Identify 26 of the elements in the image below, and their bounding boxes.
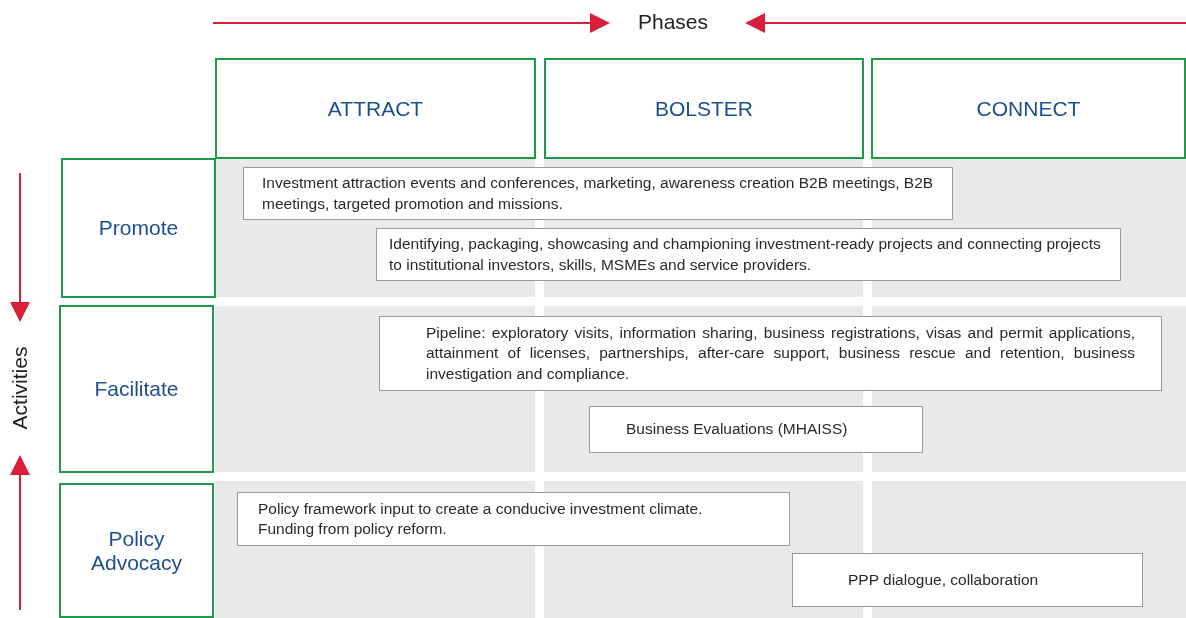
activity-text: Business Evaluations (MHAISS) (626, 419, 848, 440)
activity-header-box (61, 158, 216, 298)
header-label: Promote (98, 216, 179, 240)
activity-box (589, 406, 923, 453)
activity-text: Policy framework input to create a conducive investment climate. Funding from policy reform. (258, 498, 704, 539)
activity-box (243, 167, 953, 220)
activity-text: Identifying, packaging, showcasing and championing investment-ready projects and connecting projects to institutional investors, skills, MSMEs and service providers. (389, 234, 1102, 275)
activity-box (376, 228, 1121, 281)
header-label: Policy Advocacy (89, 526, 183, 575)
activity-header-box (59, 305, 214, 473)
header-label: CONNECT (976, 96, 1081, 121)
phase-header-box (871, 58, 1186, 159)
activity-text: Pipeline: exploratory visits, information sharing, business registrations, visas and permit applications, attainment of licenses, partnerships, after-care support, business rescue and retention, business investigation and compliance. (426, 323, 1135, 384)
activity-text: PPP dialogue, collaboration (848, 569, 1039, 590)
header-label: Facilitate (94, 377, 179, 401)
header-label: ATTRACT (327, 96, 424, 121)
axis-label: Activities (7, 346, 32, 430)
phase-header-box (544, 58, 864, 159)
phase-header-box (215, 58, 536, 159)
activity-box (237, 492, 790, 546)
activity-header-box (59, 483, 214, 618)
activity-box (792, 553, 1143, 607)
axis-label: Phases (638, 10, 709, 34)
activity-text: Investment attraction events and conferences, marketing, awareness creation B2B meetings, B2B meetings, targeted promotion and missions. (262, 173, 935, 214)
activity-box (379, 316, 1162, 391)
header-label: BOLSTER (655, 96, 753, 121)
